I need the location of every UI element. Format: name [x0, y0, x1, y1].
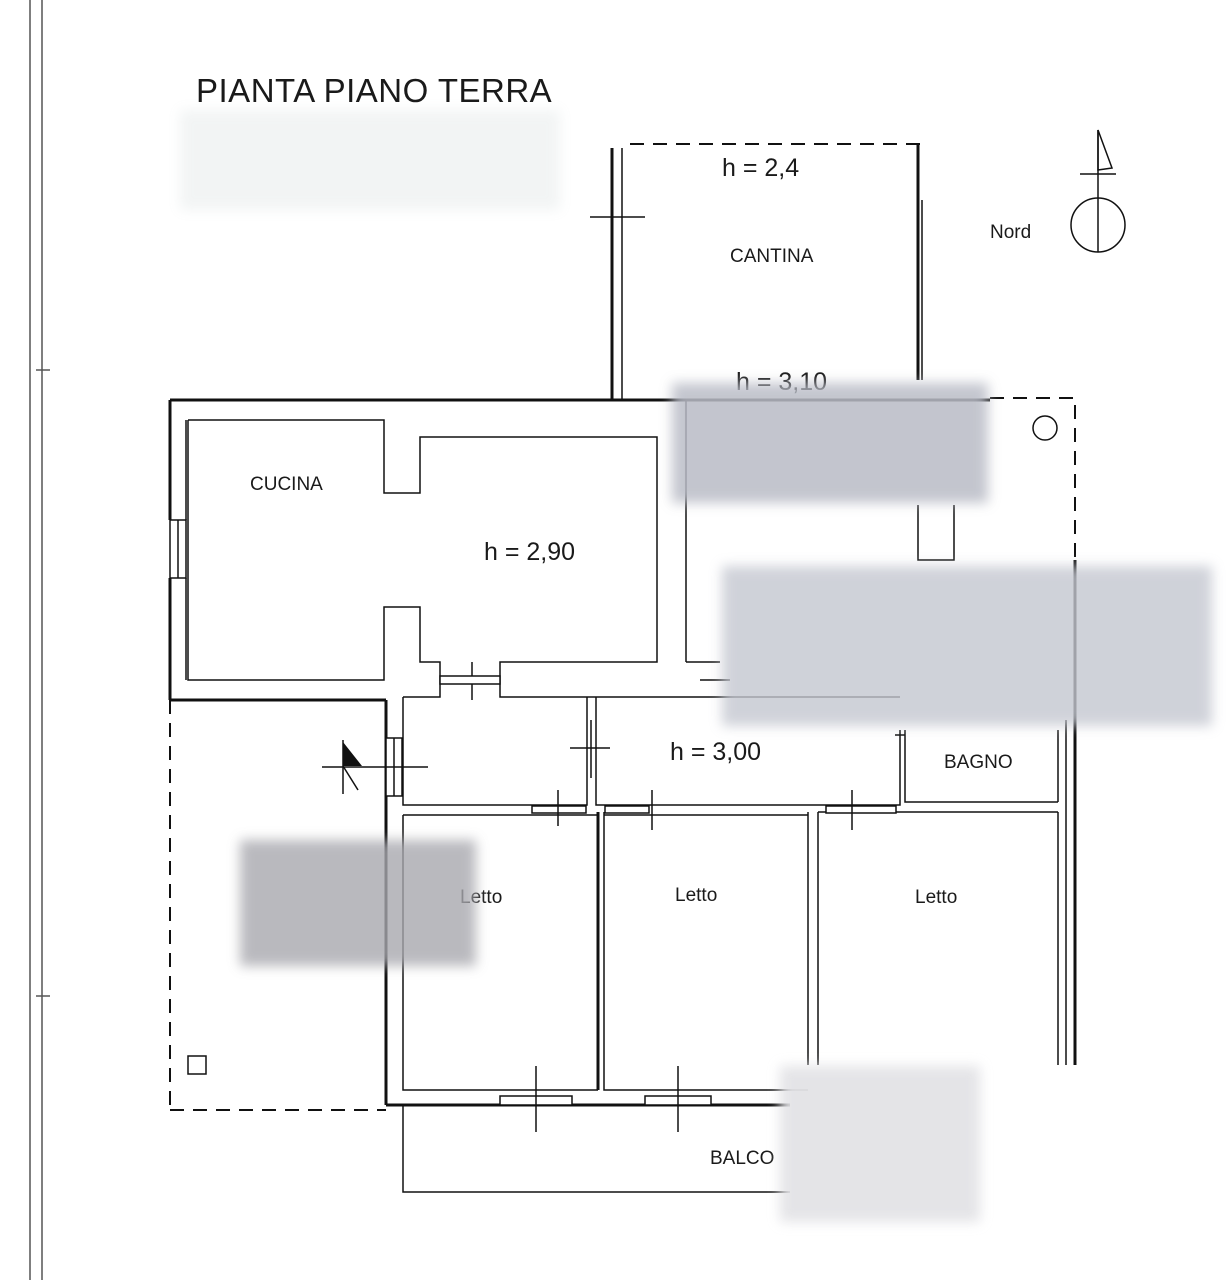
letto-3-label: Letto — [915, 887, 957, 908]
pillar-icon — [187, 1055, 207, 1075]
bedroom-walls — [386, 790, 1059, 1132]
watermark — [180, 110, 560, 210]
bagno-label: BAGNO — [944, 752, 1013, 773]
bagno-walls — [895, 505, 1059, 803]
terrace-outline — [169, 700, 386, 1111]
north-arrow-icon — [1070, 129, 1126, 253]
corridoio-height: h = 3,00 — [670, 738, 761, 766]
drain-icon — [1032, 415, 1058, 441]
cantina-label: CANTINA — [730, 246, 814, 267]
page-margin-lines — [29, 0, 50, 1280]
balcone-walls — [402, 1105, 790, 1193]
balcone-label: BALCO — [710, 1148, 774, 1169]
privacy-blur-patches — [240, 383, 1212, 1222]
corridoio-walls — [322, 697, 901, 1105]
letto-2-label: Letto — [675, 885, 717, 906]
cucina-walls — [170, 400, 900, 702]
plan-title: PIANTA PIANO TERRA — [196, 72, 552, 109]
cucina-label: CUCINA — [250, 474, 323, 495]
cantina-height: h = 2,4 — [722, 154, 799, 182]
cucina-height: h = 2,90 — [484, 538, 575, 566]
north-label: Nord — [990, 222, 1031, 243]
cantina-walls — [590, 143, 923, 400]
entrance-arrow-icon — [342, 740, 362, 794]
